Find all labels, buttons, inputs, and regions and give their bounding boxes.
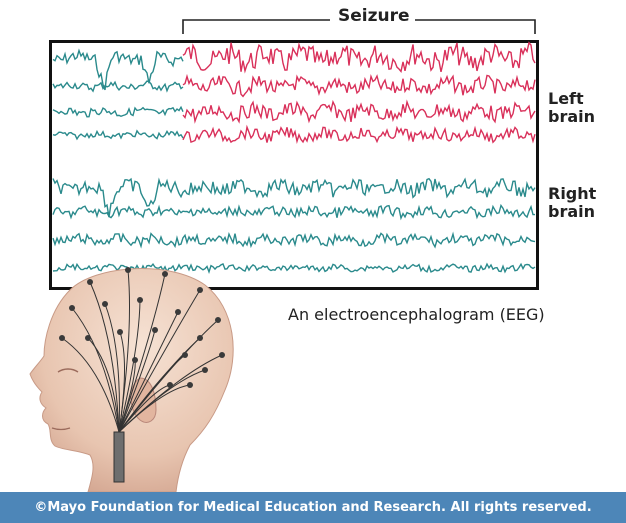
right-brain-label-line1: Right (548, 185, 596, 203)
electrode-dot (102, 301, 108, 307)
electrode-dot (175, 309, 181, 315)
eeg-caption: An electroencephalogram (EEG) (288, 305, 545, 324)
left-brain-label-line1: Left (548, 90, 595, 108)
electrode-dot (162, 271, 168, 277)
copyright-footer: ©Mayo Foundation for Medical Education a… (0, 492, 626, 523)
eeg-trace-panel (49, 40, 539, 290)
electrode-dot (167, 382, 173, 388)
electrode-dot (202, 367, 208, 373)
electrode-dot (85, 335, 91, 341)
seizure-bracket (0, 0, 626, 40)
electrode-dot (197, 335, 203, 341)
electrode-dot (219, 352, 225, 358)
right-brain-label-line2: brain (548, 203, 596, 221)
right-brain-label: Right brain (548, 185, 596, 221)
electrode-dot (125, 267, 131, 273)
electrode-dot (215, 317, 221, 323)
left-brain-label-line2: brain (548, 108, 595, 126)
electrode-dot (187, 382, 193, 388)
electrode-dot (69, 305, 75, 311)
electrode-dot (87, 279, 93, 285)
wire-bundle-connector (114, 432, 124, 482)
electrode-dot (132, 357, 138, 363)
electrode-dot (137, 297, 143, 303)
electrode-dot (117, 329, 123, 335)
head-silhouette (30, 269, 233, 492)
electrode-dot (59, 335, 65, 341)
electrode-dot (152, 327, 158, 333)
electrode-dot (182, 352, 188, 358)
left-brain-label: Left brain (548, 90, 595, 126)
seizure-label: Seizure (338, 6, 410, 26)
head-with-electrodes-illustration (0, 260, 260, 492)
electrode-dot (197, 287, 203, 293)
